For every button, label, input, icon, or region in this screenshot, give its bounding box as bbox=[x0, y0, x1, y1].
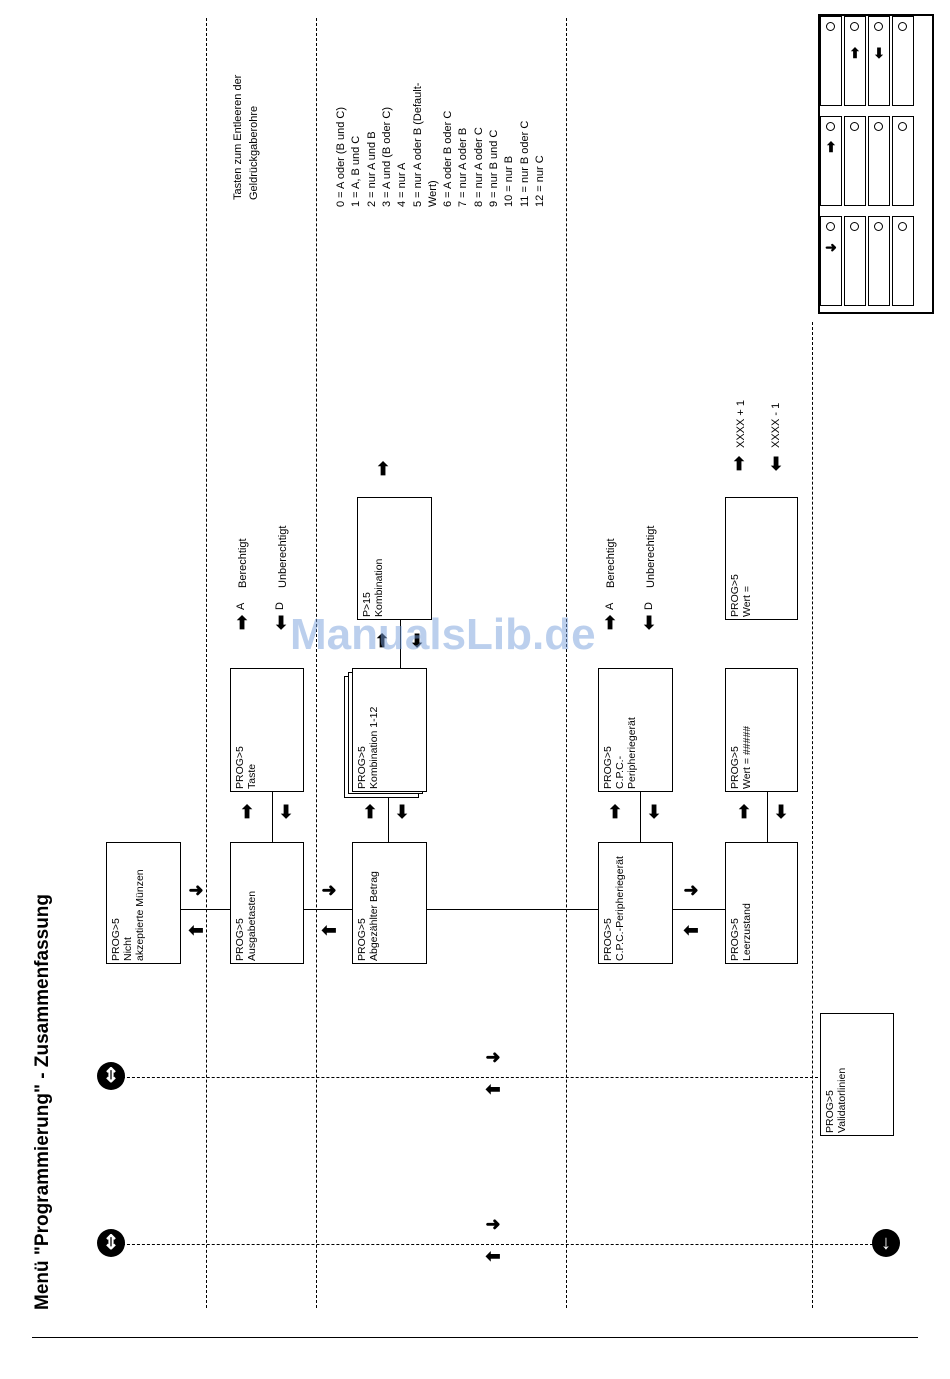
combination-item: 5 = nur A oder B (Default- bbox=[411, 82, 424, 207]
arrow-down-icon: ⬇ bbox=[773, 802, 789, 822]
key-a-label: A bbox=[235, 602, 247, 610]
arrow-left-icon: ⬅ bbox=[321, 920, 337, 940]
arrow-down-icon: ⬇ bbox=[409, 631, 425, 651]
arrow-up-icon: ⬆ bbox=[849, 45, 861, 61]
column-divider bbox=[566, 18, 567, 1308]
combination-item: 10 = nur B bbox=[503, 155, 516, 207]
box-abgezaehlter-betrag: PROG>5 Abgezählter Betrag bbox=[352, 842, 427, 964]
box-cpc-peripheriegeraet-sub: PROG>5 C.P.C.- Peripheriegerät bbox=[598, 668, 673, 792]
page-title: Menü "Programmierung" - Zusammenfassung bbox=[32, 893, 53, 1310]
berechtigt-label: Berechtigt bbox=[605, 538, 617, 588]
arrow-up-icon: ⬆ bbox=[602, 613, 618, 633]
arrow-up-icon: ⬆ bbox=[374, 631, 390, 651]
combination-item: 4 = nur A bbox=[396, 162, 409, 207]
box-taste: PROG>5 Taste bbox=[230, 668, 304, 792]
increment-label: XXXX + 1 bbox=[735, 399, 747, 448]
combination-item: 7 = nur A oder B bbox=[457, 127, 470, 207]
connector-line bbox=[400, 620, 401, 670]
arrow-up-icon: ⬆ bbox=[375, 459, 391, 479]
connector-line bbox=[303, 909, 353, 910]
box-ausgabetasten: PROG>5 Ausgabetasten bbox=[230, 842, 304, 964]
combination-item: 6 = A oder B oder C bbox=[442, 110, 455, 207]
arrow-up-icon: ⬆ bbox=[825, 139, 837, 155]
combination-item: 8 = nur A oder C bbox=[472, 127, 485, 207]
footer-rule bbox=[32, 1337, 918, 1338]
connector-line bbox=[180, 909, 230, 910]
connector-line bbox=[426, 909, 598, 910]
arrow-up-icon: ⬆ bbox=[607, 802, 623, 822]
navigation-circle-icon: ⇕ bbox=[97, 1062, 125, 1090]
navigation-line bbox=[112, 1244, 878, 1245]
connector-line bbox=[272, 792, 273, 842]
arrow-right-icon: ➜ bbox=[485, 1047, 501, 1067]
arrow-right-icon: ➜ bbox=[683, 880, 699, 900]
arrow-down-icon: ⬇ bbox=[873, 45, 885, 61]
tasten-note: Tasten zum Entleeren der bbox=[232, 74, 244, 200]
box-validatorlinien: PROG>5 Validatorlinien bbox=[820, 1013, 894, 1136]
box-nicht-akzeptierte-muenzen: PROG>5 Nicht akzeptierte Münzen bbox=[106, 842, 181, 964]
connector-line bbox=[767, 792, 768, 842]
box-kombination-p15: P>15 Kombination bbox=[357, 497, 432, 620]
box-kombination-1-12: PROG>5 Kombination 1-12 bbox=[352, 668, 427, 792]
combination-item: 3 = A und (B oder C) bbox=[380, 107, 393, 207]
combination-item: 11 = nur B oder C bbox=[518, 120, 531, 207]
combination-item: Wert) bbox=[426, 180, 439, 207]
arrow-down-icon: ⬇ bbox=[394, 802, 410, 822]
column-divider bbox=[206, 18, 207, 1308]
arrow-right-icon: ➜ bbox=[188, 880, 204, 900]
navigation-line bbox=[112, 1077, 818, 1078]
decrement-label: XXXX - 1 bbox=[770, 402, 782, 448]
arrow-right-icon: ➜ bbox=[321, 880, 337, 900]
box-leerzustand: PROG>5 Leerzustand bbox=[725, 842, 798, 964]
box-cpc-peripheriegeraet: PROG>5 C.P.C.-Peripheriegerät bbox=[598, 842, 673, 964]
arrow-left-icon: ⬅ bbox=[485, 1079, 501, 1099]
box-wert-hash: PROG>5 Wert = ##### bbox=[725, 668, 798, 792]
tasten-note: Geldrückgaberohre bbox=[248, 105, 260, 200]
arrow-right-icon: ➜ bbox=[825, 239, 837, 255]
navigation-circle-icon: ↓ bbox=[872, 1229, 900, 1257]
arrow-left-icon: ⬅ bbox=[188, 920, 204, 940]
key-d-label: D bbox=[274, 602, 286, 610]
box-wert: PROG>5 Wert = bbox=[725, 497, 798, 620]
combination-item: 0 = A oder (B und C) bbox=[335, 107, 347, 207]
keypad-illustration: ➜ ⬆ ⬆ ⬇ bbox=[818, 14, 934, 314]
arrow-left-icon: ⬅ bbox=[485, 1246, 501, 1266]
arrow-up-icon: ⬆ bbox=[239, 802, 255, 822]
unberechtigt-label: Unberechtigt bbox=[645, 525, 657, 588]
arrow-up-icon: ⬆ bbox=[731, 454, 747, 474]
connector-line bbox=[640, 792, 641, 842]
navigation-circle-icon: ⇕ bbox=[97, 1229, 125, 1257]
combination-item: 1 = A, B und C bbox=[350, 135, 363, 207]
arrow-left-icon: ⬅ bbox=[683, 920, 699, 940]
connector-line bbox=[672, 909, 725, 910]
combination-item: 9 = nur B und C bbox=[488, 129, 500, 207]
connector-line bbox=[388, 796, 389, 842]
watermark: ManualsLib.de bbox=[290, 610, 596, 659]
arrow-up-icon: ⬆ bbox=[234, 613, 250, 633]
arrow-up-icon: ⬆ bbox=[362, 802, 378, 822]
combination-item: 2 = nur A und B bbox=[365, 131, 378, 207]
arrow-down-icon: ⬇ bbox=[641, 613, 657, 633]
arrow-right-icon: ➜ bbox=[485, 1214, 501, 1234]
arrow-down-icon: ⬇ bbox=[278, 802, 294, 822]
key-a-label: A bbox=[604, 602, 616, 610]
arrow-down-icon: ⬇ bbox=[273, 613, 289, 633]
combination-item: 12 = nur C bbox=[533, 155, 546, 207]
arrow-down-icon: ⬇ bbox=[768, 454, 784, 474]
unberechtigt-label: Unberechtigt bbox=[277, 525, 289, 588]
key-d-label: D bbox=[643, 602, 655, 610]
column-divider bbox=[316, 18, 317, 1308]
berechtigt-label: Berechtigt bbox=[237, 538, 249, 588]
column-divider bbox=[812, 322, 813, 1308]
arrow-up-icon: ⬆ bbox=[736, 802, 752, 822]
arrow-down-icon: ⬇ bbox=[646, 802, 662, 822]
